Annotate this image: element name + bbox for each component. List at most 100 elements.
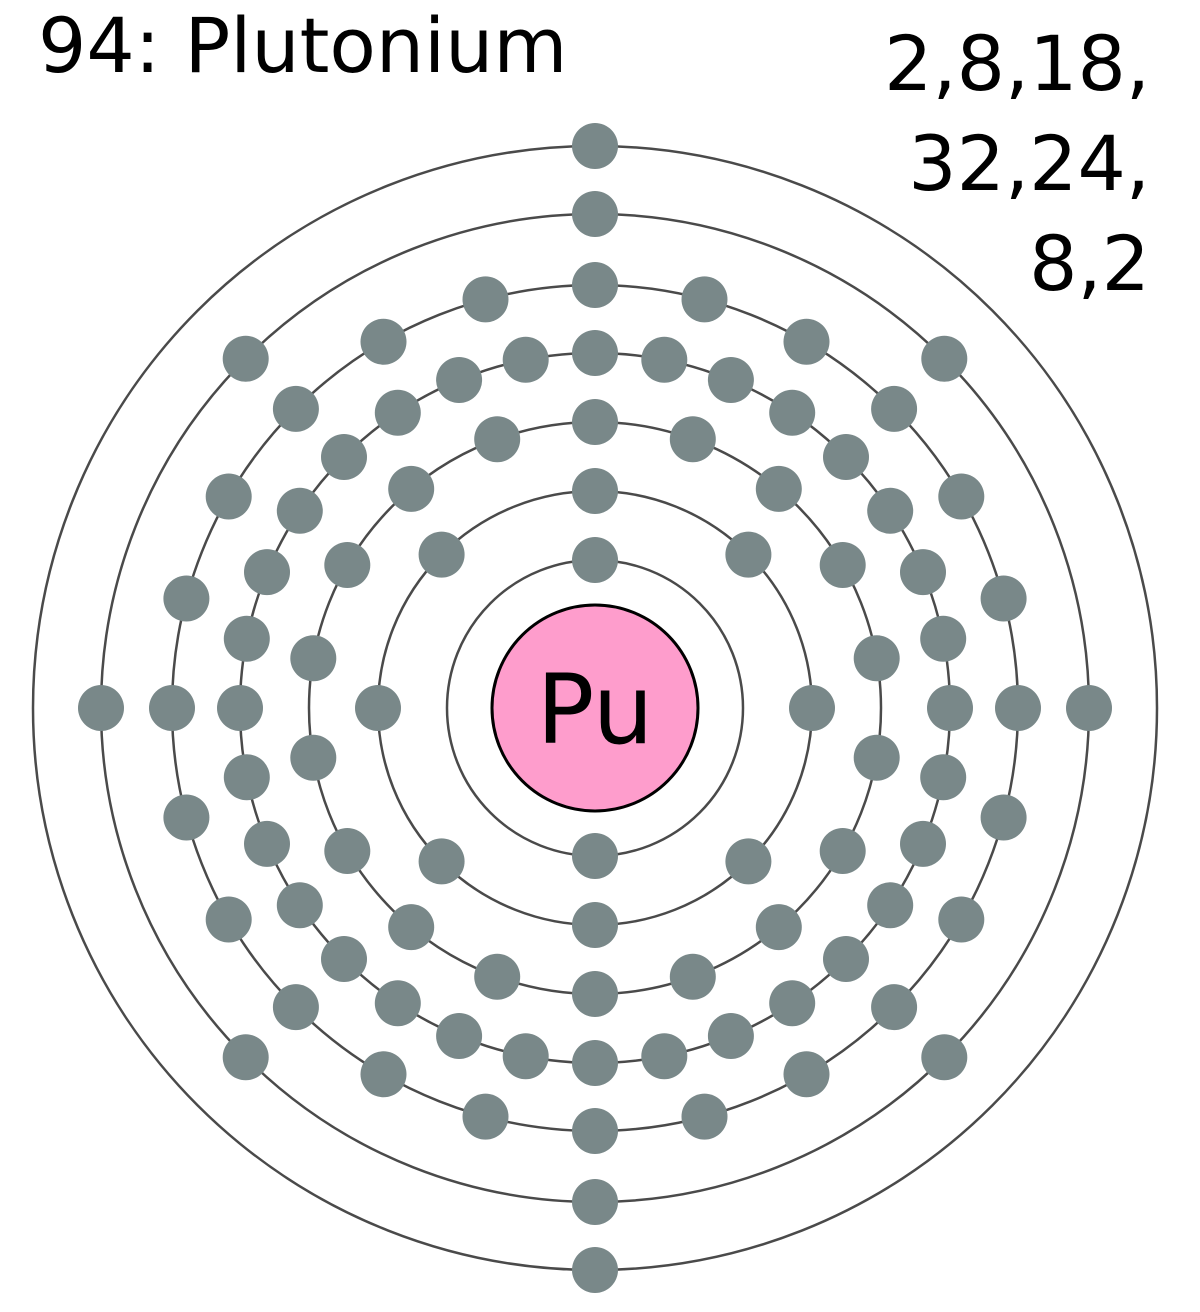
- electron: [980, 794, 1027, 841]
- electron: [462, 276, 509, 323]
- electron: [871, 385, 918, 432]
- electron: [900, 820, 946, 867]
- electron: [572, 191, 618, 237]
- electron: [572, 399, 618, 445]
- electron: [927, 685, 973, 731]
- electron: [572, 123, 618, 169]
- electron: [681, 1093, 728, 1140]
- electron: [789, 685, 835, 731]
- electron: [244, 549, 290, 596]
- electron-configuration: 2,8,18, 32,24, 8,2: [884, 14, 1150, 314]
- electron: [572, 971, 618, 1017]
- electron: [921, 335, 968, 382]
- electron: [867, 487, 914, 534]
- electron: [572, 1247, 618, 1293]
- electron: [222, 1034, 269, 1081]
- electron: [502, 1033, 549, 1080]
- electron: [921, 1034, 968, 1081]
- electron: [324, 542, 371, 588]
- electron: [681, 276, 728, 323]
- electron: [462, 1093, 509, 1140]
- electron: [223, 615, 270, 662]
- electron: [769, 980, 816, 1027]
- electron: [572, 468, 618, 514]
- electron: [321, 936, 367, 982]
- electron: [669, 953, 716, 1000]
- electron: [819, 828, 866, 874]
- electron: [900, 549, 946, 596]
- config-line-3: 8,2: [1029, 219, 1150, 308]
- electron: [572, 537, 618, 583]
- config-line-2: 32,24,: [908, 119, 1150, 208]
- electron: [871, 984, 918, 1031]
- config-line-1: 2,8,18,: [884, 19, 1150, 108]
- electron: [823, 434, 869, 480]
- electron: [223, 754, 270, 801]
- electron: [205, 896, 252, 943]
- electron: [360, 318, 407, 365]
- electron: [78, 685, 124, 731]
- nucleus: Pu: [490, 603, 700, 813]
- electron: [707, 357, 754, 403]
- electron: [244, 820, 290, 867]
- electron: [920, 754, 967, 801]
- electron: [769, 389, 816, 436]
- electron: [572, 1040, 618, 1086]
- electron: [995, 685, 1041, 731]
- electron: [276, 882, 323, 929]
- electron: [755, 904, 802, 951]
- electron: [474, 953, 521, 1000]
- element-symbol: Pu: [536, 654, 653, 766]
- electron: [938, 473, 985, 520]
- electron: [641, 1033, 688, 1080]
- electron: [436, 1013, 483, 1059]
- electron: [355, 685, 401, 731]
- electron: [360, 1051, 407, 1098]
- electron: [669, 416, 716, 463]
- electron: [222, 335, 269, 382]
- electron: [290, 635, 337, 682]
- electron: [149, 685, 195, 731]
- electron: [163, 794, 210, 841]
- electron: [474, 416, 521, 463]
- electron: [572, 833, 618, 879]
- electron: [290, 734, 337, 781]
- electron: [707, 1013, 754, 1059]
- electron: [867, 882, 914, 929]
- electron: [641, 336, 688, 383]
- electron: [823, 936, 869, 982]
- electron: [374, 389, 421, 436]
- electron: [163, 575, 210, 622]
- electron: [388, 465, 435, 512]
- electron: [321, 434, 367, 480]
- nucleus-circle: [490, 603, 700, 813]
- electron: [1066, 685, 1112, 731]
- electron: [572, 1108, 618, 1154]
- electron: [572, 1179, 618, 1225]
- electron: [272, 385, 319, 432]
- electron: [783, 318, 830, 365]
- electron: [324, 828, 371, 874]
- electron: [572, 330, 618, 376]
- electron: [783, 1051, 830, 1098]
- electron: [418, 838, 465, 885]
- electron: [572, 262, 618, 308]
- electron: [819, 542, 866, 588]
- electron: [205, 473, 252, 520]
- electron: [388, 904, 435, 951]
- electron: [418, 531, 465, 578]
- electron: [853, 635, 900, 682]
- electron: [436, 357, 483, 403]
- diagram-title: 94: Plutonium: [38, 1, 568, 90]
- electron: [725, 838, 772, 885]
- electron: [217, 685, 263, 731]
- electron: [755, 465, 802, 512]
- electron: [374, 980, 421, 1027]
- electron: [572, 902, 618, 948]
- electron: [272, 984, 319, 1031]
- electrons: [78, 123, 1112, 1293]
- electron: [920, 615, 967, 662]
- electron: [938, 896, 985, 943]
